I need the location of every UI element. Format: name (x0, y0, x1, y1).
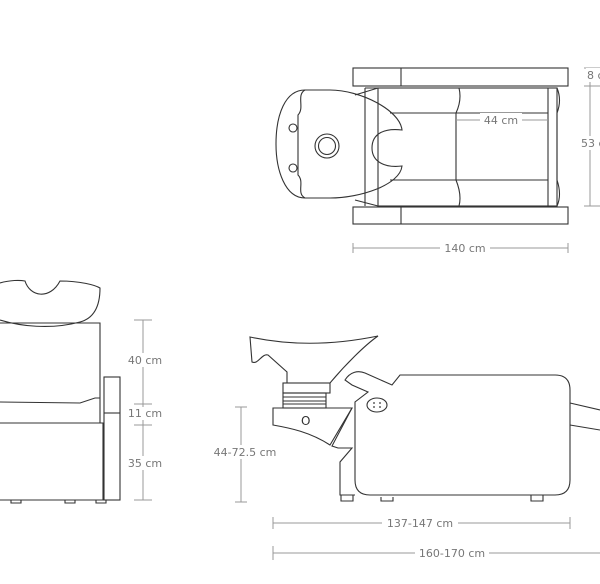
tap-hole (288, 123, 298, 133)
drain-outer (314, 133, 340, 159)
dim-35: 35 cm (128, 457, 162, 470)
height-column (282, 392, 327, 409)
leg-rest (569, 402, 600, 431)
tap-hole (288, 163, 298, 173)
basin-top (275, 89, 403, 199)
basin-mark: O (301, 414, 310, 428)
control-panel-icon (366, 397, 388, 413)
armrest (103, 376, 121, 501)
dim-11: 11 cm (128, 407, 162, 420)
chair-body (344, 371, 571, 496)
bottom-armrest (352, 206, 569, 225)
top-armrest (352, 67, 569, 87)
dim-53: 53 cm (581, 137, 600, 150)
dim-40: 40 cm (128, 354, 162, 367)
dim-8: 8 cm (587, 69, 600, 82)
front-view: 40 cm 11 cm 35 cm (0, 279, 162, 504)
dim-140: 140 cm (444, 242, 485, 255)
side-basin (249, 335, 379, 384)
feet (10, 500, 107, 504)
dim-44-72-5: 44-72.5 cm (214, 446, 277, 459)
dim-160-170: 160-170 cm (419, 547, 485, 560)
side-view: O 44-72.5 cm 137-147 cm 160-170 cm (212, 335, 600, 560)
feet (340, 495, 544, 502)
top-view: 44 cm 140 cm 8 cm 53 cm (275, 67, 600, 255)
base-block (272, 407, 353, 446)
seat-frame (377, 87, 558, 207)
front-basin (0, 279, 101, 328)
dim-137-147: 137-147 cm (387, 517, 453, 530)
dim-44: 44 cm (484, 114, 518, 127)
